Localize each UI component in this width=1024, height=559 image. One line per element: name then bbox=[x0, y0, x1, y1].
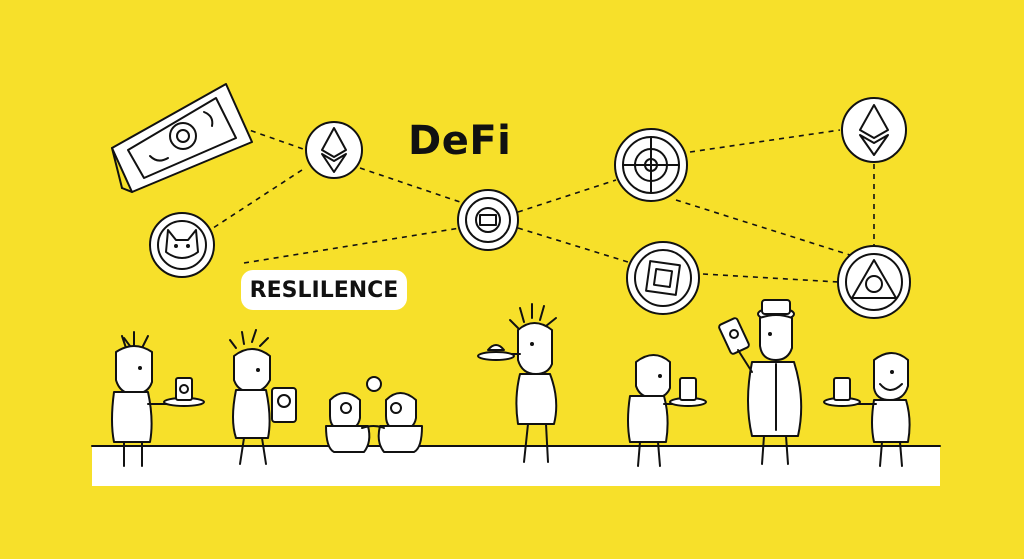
target-token-icon bbox=[614, 128, 688, 202]
network-connections bbox=[209, 123, 875, 283]
person-with-card bbox=[229, 329, 297, 465]
ethereum-coin-icon-right bbox=[841, 97, 907, 163]
cat-token-icon bbox=[149, 212, 215, 278]
page-title: DeFi bbox=[408, 118, 512, 164]
bearded-man-with-cup bbox=[823, 352, 911, 467]
resilience-label: RESLILENCE bbox=[241, 270, 407, 310]
bank-token-icon bbox=[457, 189, 519, 251]
person-with-cup bbox=[111, 331, 205, 467]
triangle-token-icon bbox=[837, 245, 911, 319]
two-people-sitting bbox=[325, 376, 423, 453]
ethereum-coin-icon bbox=[305, 121, 363, 179]
square-token-icon bbox=[626, 241, 700, 315]
ground bbox=[92, 446, 940, 486]
banknote-icon bbox=[111, 83, 253, 193]
person-with-cup-right bbox=[627, 354, 707, 467]
person-with-plate bbox=[477, 303, 558, 463]
man-with-phone bbox=[718, 299, 803, 465]
